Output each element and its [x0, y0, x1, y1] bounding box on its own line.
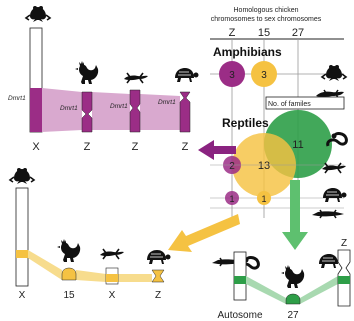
families-legend-box: [265, 96, 345, 110]
yellow-link-1: [28, 250, 62, 280]
turtle-icon: [322, 187, 347, 203]
band-link-3: [140, 94, 180, 130]
x-chromosome-lizard-band: [106, 274, 118, 282]
purple-arrow: [198, 140, 236, 160]
frog-icon-top: [25, 5, 51, 23]
lizard-icon-bottom: [99, 248, 125, 260]
bubble-rept2-z-value: 1: [229, 194, 234, 204]
top-label-4: Z: [182, 141, 189, 153]
z-chromosome-bottom-right-band: [338, 276, 350, 284]
rooster-icon-bottom: [57, 239, 81, 262]
bubble-rept-27-value: 11: [292, 139, 303, 151]
band-link-2: [92, 92, 130, 130]
rooster-icon-bottom-right: [281, 265, 305, 288]
frog-icon-bottom: [9, 167, 35, 185]
top-label-1: X: [32, 141, 40, 153]
column-15: 15: [258, 27, 270, 39]
z-chromosome-turtle: [179, 91, 191, 133]
gene-label-b: Dmrt1: [110, 103, 128, 110]
yellow-link-3: [118, 274, 152, 282]
group-amphibians: Amphibians: [213, 45, 282, 59]
green-arrow: [282, 180, 308, 250]
bubble-amph-z: [219, 61, 245, 87]
autosome-band: [234, 276, 246, 284]
families-legend: No. of familes: [268, 101, 311, 108]
x-chromosome-bottom-band: [16, 250, 28, 258]
z-chromosome-turtle-bottom: [151, 269, 165, 283]
bubble-amph-15: [251, 61, 277, 87]
lizard-icon-top: [123, 72, 149, 84]
bubble-rept2-15-value: 1: [261, 194, 266, 204]
column-27: 27: [292, 27, 304, 39]
x-chromosome-bottom: [15, 187, 29, 287]
top-label-3: Z: [132, 141, 139, 153]
crocodile-icon: [311, 209, 345, 219]
z-chromosome-lizard: [129, 89, 141, 133]
chromosome-15: [61, 267, 77, 281]
x-chromosome-band: [30, 88, 42, 132]
frog-icon: [321, 64, 347, 82]
z-chromosome-rooster: [81, 91, 93, 133]
rooster-icon-top: [75, 61, 99, 84]
bottom-left-label-4: Z: [155, 290, 161, 301]
bottom-left-label-2: 15: [63, 290, 75, 301]
column-z: Z: [229, 27, 236, 39]
bubble-rept-15-value: 13: [258, 160, 270, 172]
group-reptiles: Reptiles: [222, 116, 269, 130]
lizard-icon: [321, 162, 347, 174]
bottom-right-label-3: Z: [341, 238, 347, 249]
turtle-icon-bottom: [146, 249, 171, 265]
bottom-left-label-3: X: [109, 290, 116, 301]
green-link-2: [300, 276, 338, 304]
bottom-right-label-1: Autosome: [217, 310, 262, 321]
bottom-left-label-1: X: [19, 290, 26, 301]
gene-label-a: Dmrt1: [60, 105, 78, 112]
header-line1: Homologous chicken: [234, 7, 299, 14]
bubble-amph-z-value: 3: [229, 70, 235, 81]
yellow-link-2: [76, 270, 106, 282]
band-link-1: [42, 88, 82, 132]
top-label-2: Z: [84, 141, 91, 153]
bottom-right-label-2: 27: [287, 310, 299, 321]
chromosome-27: [285, 293, 301, 305]
header-line2: chromosomes to sex chromosomes: [211, 16, 322, 23]
bubble-rept-z-value: 2: [229, 161, 235, 172]
yellow-arrow: [168, 214, 240, 252]
bubble-rept2-z: [225, 191, 239, 205]
bubble-amph-15-value: 3: [261, 70, 267, 81]
green-link-1: [246, 276, 286, 304]
gene-label-c: Dmrt1: [158, 99, 176, 106]
turtle-icon-top: [174, 67, 199, 83]
gene-label-main: Dmrt1: [8, 95, 26, 102]
bubble-rept2-15: [257, 191, 271, 205]
